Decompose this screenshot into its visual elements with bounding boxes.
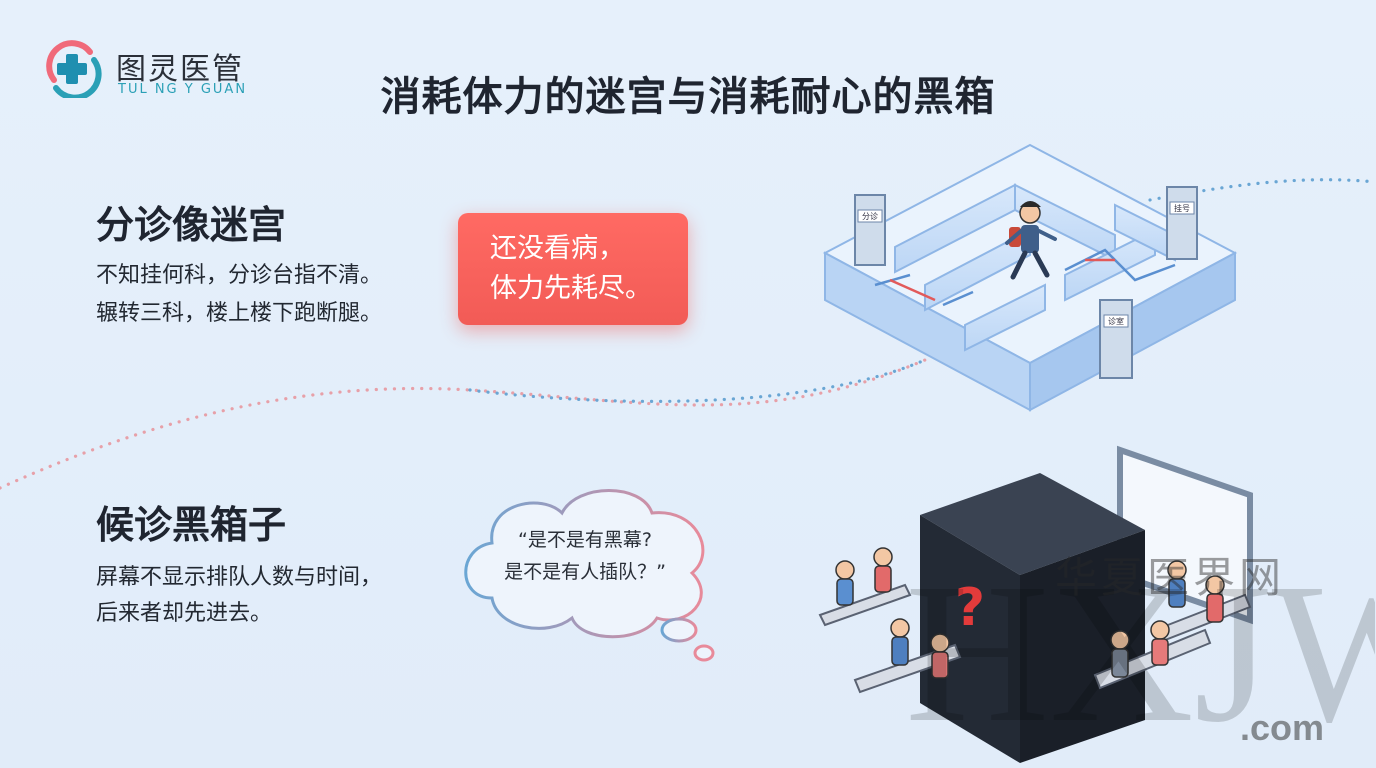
blackbox-section-heading: 候诊黑箱子 [96, 503, 287, 547]
logo-cross-icon [46, 40, 102, 98]
watermark-letters: HXJW [905, 543, 1375, 760]
callout-line-1: 还没看病， [490, 233, 625, 264]
door-label-right: 挂号 [1174, 203, 1190, 213]
maze-section-heading: 分诊像迷宫 [96, 203, 287, 247]
waiting-person [1150, 620, 1170, 666]
door-label-left: 分诊 [862, 211, 878, 221]
logo-name-cn: 图灵医管 [116, 52, 244, 87]
watermark-domain: .com [1240, 707, 1324, 748]
thought-line-2: 是不是有人插队？” [504, 561, 666, 583]
waiting-person [1110, 630, 1130, 678]
door-label-front: 诊室 [1108, 316, 1124, 326]
waiting-person [930, 633, 950, 679]
blackbox-section-line-1: 屏幕不显示排队人数与时间， [96, 565, 383, 590]
door-front [1099, 299, 1133, 379]
waiting-person [873, 547, 893, 593]
site-watermark: HXJW 华夏医界网 .com [905, 543, 1375, 760]
waiting-person [1167, 560, 1187, 608]
maze-section-line-1: 不知挂何科，分诊台指不清。 [96, 263, 383, 288]
waiting-person [1205, 575, 1225, 623]
waiting-person [835, 560, 855, 606]
watermark-cn: 华夏医界网 [1055, 553, 1285, 602]
blackbox-section-line-2: 后来者却先进去。 [96, 601, 273, 626]
door-right [1166, 186, 1198, 260]
page-title: 消耗体力的迷宫与消耗耐心的黑箱 [380, 74, 996, 120]
maze-illustration: 分诊 挂号 诊室 [822, 143, 1238, 412]
thought-text: “是不是有黑幕? 是不是有人插队？” [475, 524, 695, 588]
logo-name-en: TUL NG Y GUAN [118, 82, 248, 97]
waiting-person [890, 618, 910, 666]
black-box: ? [920, 473, 1145, 763]
door-left [854, 194, 886, 266]
blackbox-waiting-illustration: ? [818, 445, 1253, 763]
thought-bubble [464, 489, 715, 662]
maze-section-line-2: 辗转三科，楼上楼下跑断腿。 [96, 301, 383, 326]
question-mark-symbol: ? [955, 578, 985, 638]
running-patient-figure [1005, 201, 1057, 280]
callout-line-2: 体力先耗尽。 [490, 273, 652, 304]
thought-line-1: “是不是有黑幕? [518, 529, 652, 551]
exhaustion-callout: 还没看病， 体力先耗尽。 [458, 213, 688, 325]
